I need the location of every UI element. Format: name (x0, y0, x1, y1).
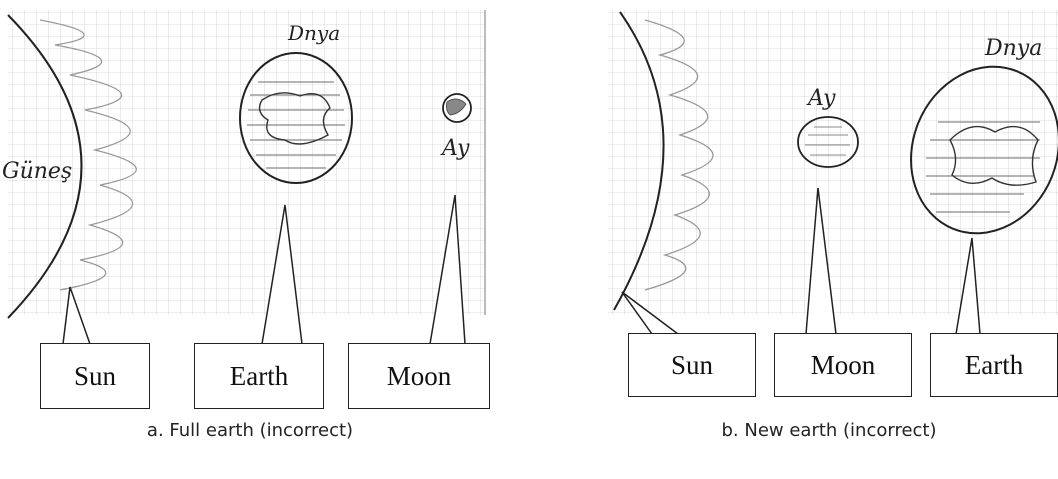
moon-scribble (446, 98, 467, 116)
sun-label: Sun (628, 333, 756, 397)
earth-handwriting: Dnya (984, 36, 1042, 61)
graph-paper (8, 10, 485, 315)
moon-pointer (429, 194, 466, 345)
moon-label: Moon (348, 343, 490, 409)
caption-b: b. New earth (incorrect) (721, 420, 937, 441)
earth-hatching (926, 121, 1040, 213)
earth-handwriting: Dnya (287, 21, 340, 45)
moon-outline (797, 116, 859, 168)
sun-label: Sun (40, 343, 150, 409)
sun-rays (644, 19, 714, 291)
moon-pointer (805, 187, 837, 335)
moon-hatching (805, 126, 850, 156)
panel-a-full-earth: Güneş Dnya Ay Sun Earth Moon a. Full ear… (0, 0, 500, 479)
moon-label: Moon (774, 333, 912, 397)
sun-pointer (62, 286, 91, 345)
moon-handwriting: Ay (806, 86, 836, 111)
panel-b-new-earth: Ay Dnya Sun Moon Earth b. New earth (inc… (600, 0, 1058, 479)
earth-label: Earth (930, 333, 1058, 397)
sun-handwriting: Güneş (2, 159, 72, 184)
earth-pointer (261, 204, 303, 345)
earth-label: Earth (194, 343, 324, 409)
earth-continents (258, 92, 331, 145)
drawing-a: Güneş Dnya Ay (2, 10, 486, 345)
drawing-b: Ay Dnya (608, 10, 1058, 335)
earth-continents (949, 125, 1039, 186)
earth-outline (910, 65, 1058, 235)
caption-a: a. Full earth (incorrect) (146, 420, 354, 441)
earth-pointer (955, 237, 981, 335)
sun-pointer (621, 291, 679, 335)
sun-arc (613, 11, 665, 311)
earth-outline (239, 52, 353, 184)
sun-arc (7, 14, 83, 319)
graph-paper (608, 10, 1058, 315)
sun-rays (39, 19, 137, 291)
moon-handwriting: Ay (440, 136, 470, 161)
